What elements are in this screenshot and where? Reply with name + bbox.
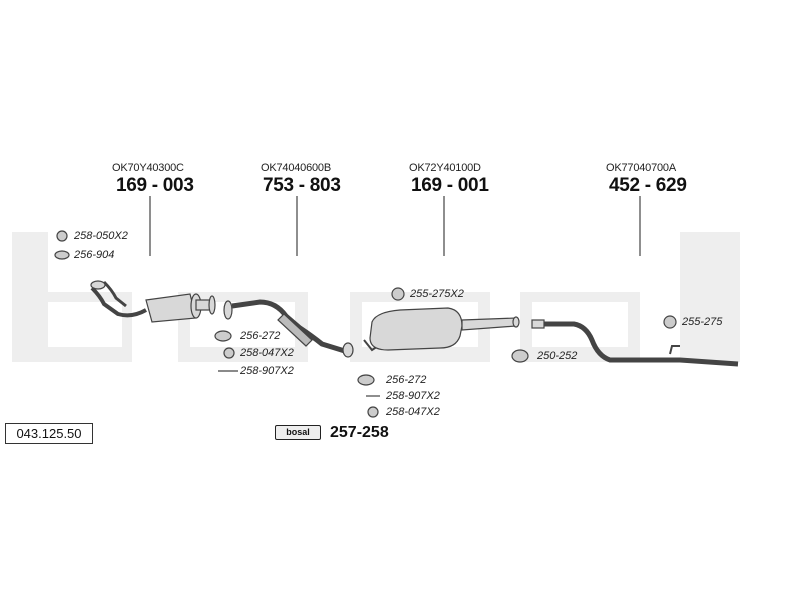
gasket-icon [54,250,70,260]
accessory-label[interactable]: 258-907X2 [240,365,294,377]
part-number-4[interactable]: 452 - 629 [609,175,687,196]
gasket-icon [214,330,232,342]
center-silencer [363,307,520,352]
mounting-kit-number[interactable]: 257-258 [330,424,389,441]
clamp-icon [511,349,529,363]
accessory-label[interactable]: 256-904 [74,249,115,261]
accessory-label[interactable]: 250-252 [537,350,578,362]
gasket-icon [357,374,375,386]
accessory-label[interactable]: 258-047X2 [386,406,440,418]
nut-icon [367,406,379,418]
accessory-label[interactable]: 258-047X2 [240,347,294,359]
part-number-2[interactable]: 753 - 803 [263,175,341,196]
clamp-icon [391,287,405,301]
catalog-number: 043.125.50 [5,423,93,444]
oe-number-4: OK77040700A [606,162,676,174]
rear-pipe [531,319,739,367]
accessory-label[interactable]: 255-275 [682,316,723,328]
oe-number-2: OK74040600B [261,162,331,174]
accessory-label[interactable]: 256-272 [240,330,281,342]
nut-icon [223,347,235,359]
nut-icon [56,230,68,242]
accessory-label[interactable]: 258-050X2 [74,230,128,242]
bosal-kit-logo: bosal [275,425,321,440]
part-number-3[interactable]: 169 - 001 [411,175,489,196]
accessory-label[interactable]: 255-275X2 [410,288,464,300]
accessory-label[interactable]: 258-907X2 [386,390,440,402]
part-number-1[interactable]: 169 - 003 [116,175,194,196]
oe-number-1: OK70Y40300C [112,162,184,174]
accessory-label[interactable]: 256-272 [386,374,427,386]
oe-number-3: OK72Y40100D [409,162,481,174]
flex-pipe [223,299,354,358]
rubber-mount-icon [663,315,677,329]
front-pipe-catalyst [90,280,216,323]
